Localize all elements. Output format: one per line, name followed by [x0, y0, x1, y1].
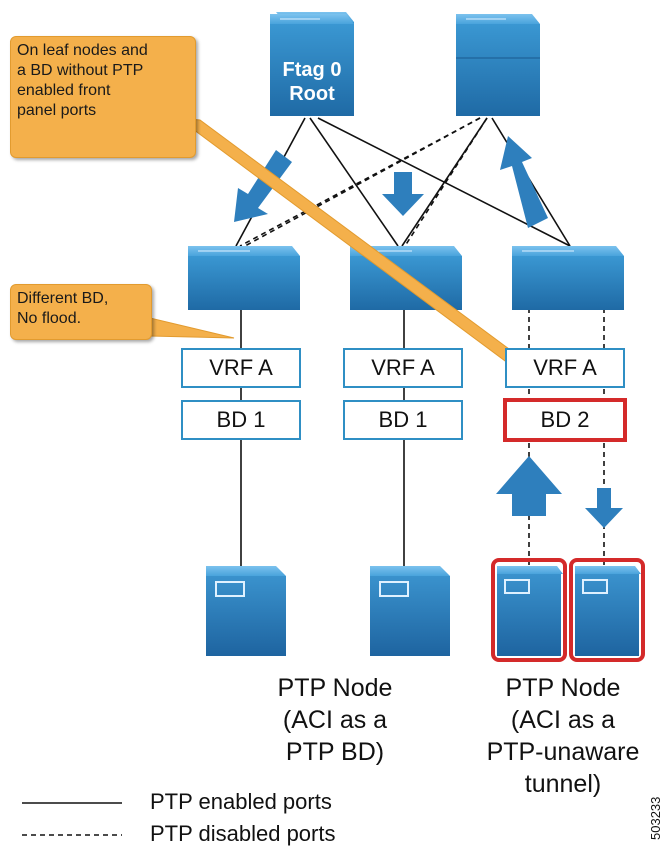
- callout-pointer-different-bd: [149, 317, 235, 339]
- dashed-links: [239, 117, 488, 247]
- caption-ptp-bd: PTP Node (ACI as a PTP BD): [277, 674, 393, 766]
- caption-ptp-tunnel: PTP Node (ACI as a PTP-unaware tunnel): [486, 674, 640, 798]
- bd-box-leaf3: BD 2: [503, 398, 627, 442]
- arrow-up-leaf3: [496, 456, 562, 516]
- arrow-spine-to-leaf1: [234, 150, 292, 222]
- link-spine2-leaf2-dashed: [404, 117, 488, 247]
- link-spine2-leaf1-dashed: [239, 117, 481, 247]
- leaf-switch-1: [188, 246, 300, 310]
- spine-switch-2: [456, 14, 540, 116]
- bd-box-leaf2: BD 1: [343, 400, 463, 440]
- spine-root-label: Ftag 0 Root: [282, 59, 342, 105]
- callout-different-bd: Different BD, No flood.: [10, 284, 152, 340]
- server-4: [569, 558, 645, 662]
- legend-solid-label: PTP enabled ports: [150, 789, 332, 814]
- legend-dashed-label: PTP disabled ports: [150, 821, 336, 846]
- arrow-down-center: [382, 172, 424, 216]
- leaf-switch-3: [512, 246, 624, 310]
- server-1: [206, 566, 286, 656]
- spine-switch-1: [270, 12, 354, 116]
- bd-box-leaf1: BD 1: [181, 400, 301, 440]
- vrf-box-leaf2: VRF A: [343, 348, 463, 388]
- server-3: [491, 558, 567, 662]
- vrf-box-leaf3: VRF A: [505, 348, 625, 388]
- callout-leaf-nodes: On leaf nodes and a BD without PTP enabl…: [10, 36, 196, 158]
- server-2: [370, 566, 450, 656]
- link-spine1-leaf2: [309, 117, 399, 247]
- arrow-leaf3-to-spine2: [500, 136, 548, 228]
- arrow-down-leaf3: [585, 488, 623, 528]
- link-spine2-leaf2: [401, 117, 488, 247]
- vrf-box-leaf1: VRF A: [181, 348, 301, 388]
- figure-id: 503233: [648, 796, 663, 840]
